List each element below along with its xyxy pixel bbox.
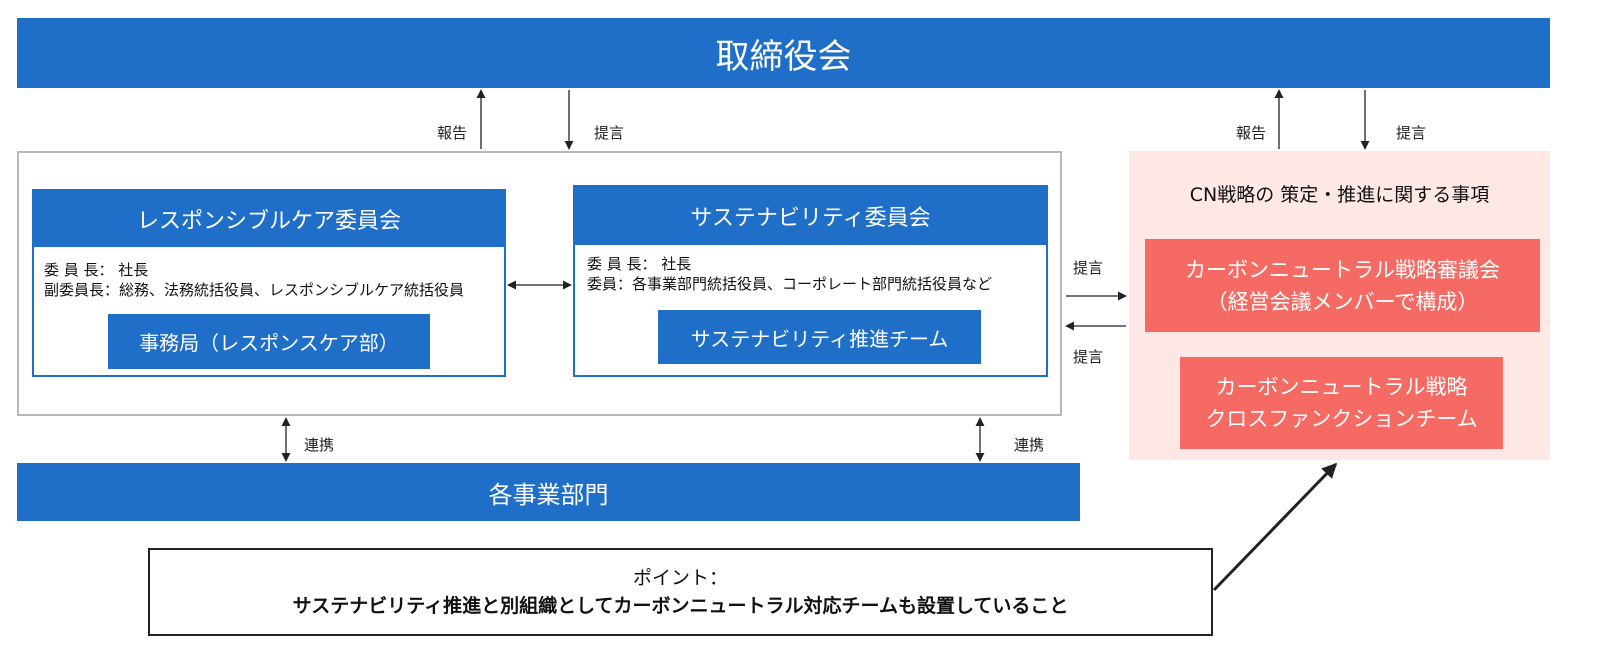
sus-chair-line: 委 員 長： 社長 bbox=[587, 255, 692, 273]
board-of-directors-bar: 取締役会 bbox=[17, 18, 1550, 88]
point-label: ポイント： bbox=[632, 567, 728, 589]
left-propose-label: 提言 bbox=[594, 124, 625, 142]
business-units-title: 各事業部門 bbox=[488, 480, 609, 509]
rc-secretariat-label: 事務局（レスポンスケア部） bbox=[139, 331, 399, 355]
rc-chair-line: 委 員 長： 社長 bbox=[44, 261, 149, 279]
rc-vice-chair-line: 副委員長：総務、法務統括役員、レスポンシブルケア統括役員 bbox=[44, 281, 465, 299]
cn-cross-function-team-box: カーボンニュートラル戦略 クロスファンクションチーム bbox=[1180, 357, 1503, 449]
cn-council-line2: （経営会議メンバーで構成） bbox=[1206, 289, 1479, 314]
cn-heading: CN戦略の 策定・推進に関する事項 bbox=[1189, 183, 1490, 206]
sus-members-line: 委員：各事業部門統括役員、コーポレート部門統括役員など bbox=[587, 275, 993, 293]
sustainability-team-label: サステナビリティ推進チーム bbox=[690, 326, 949, 351]
board-title: 取締役会 bbox=[715, 36, 852, 77]
business-units-bar: 各事業部門 bbox=[17, 463, 1080, 521]
point-text: サステナビリティ推進と別組織としてカーボンニュートラル対応チームも設置しているこ… bbox=[292, 595, 1069, 617]
left-report-label: 報告 bbox=[437, 124, 468, 142]
cn-team-line2: クロスファンクションチーム bbox=[1205, 407, 1478, 431]
middle-propose-label-top: 提言 bbox=[1073, 259, 1104, 277]
point-to-cn-arrow bbox=[1212, 462, 1338, 592]
point-box: ポイント： サステナビリティ推進と別組織としてカーボンニュートラル対応チームも設… bbox=[148, 548, 1213, 636]
middle-propose-label-bottom: 提言 bbox=[1073, 348, 1104, 366]
cn-council-line1: カーボンニュートラル戦略審議会 bbox=[1185, 257, 1500, 282]
rc-committee-title: レスポンシブルケア委員会 bbox=[34, 191, 504, 247]
right-propose-label: 提言 bbox=[1396, 124, 1427, 142]
left-link-label: 連携 bbox=[304, 436, 335, 454]
right-report-label: 報告 bbox=[1236, 124, 1267, 142]
rc-secretariat-box: 事務局（レスポンスケア部） bbox=[108, 314, 430, 369]
committees-container bbox=[17, 151, 1062, 416]
cn-strategy-council-box: カーボンニュートラル戦略審議会 （経営会議メンバーで構成） bbox=[1145, 239, 1540, 332]
sus-committee-title: サステナビリティ委員会 bbox=[575, 187, 1046, 245]
sustainability-team-box: サステナビリティ推進チーム bbox=[658, 310, 981, 364]
right-link-label: 連携 bbox=[1014, 436, 1045, 454]
cn-team-line1: カーボンニュートラル戦略 bbox=[1215, 375, 1468, 399]
